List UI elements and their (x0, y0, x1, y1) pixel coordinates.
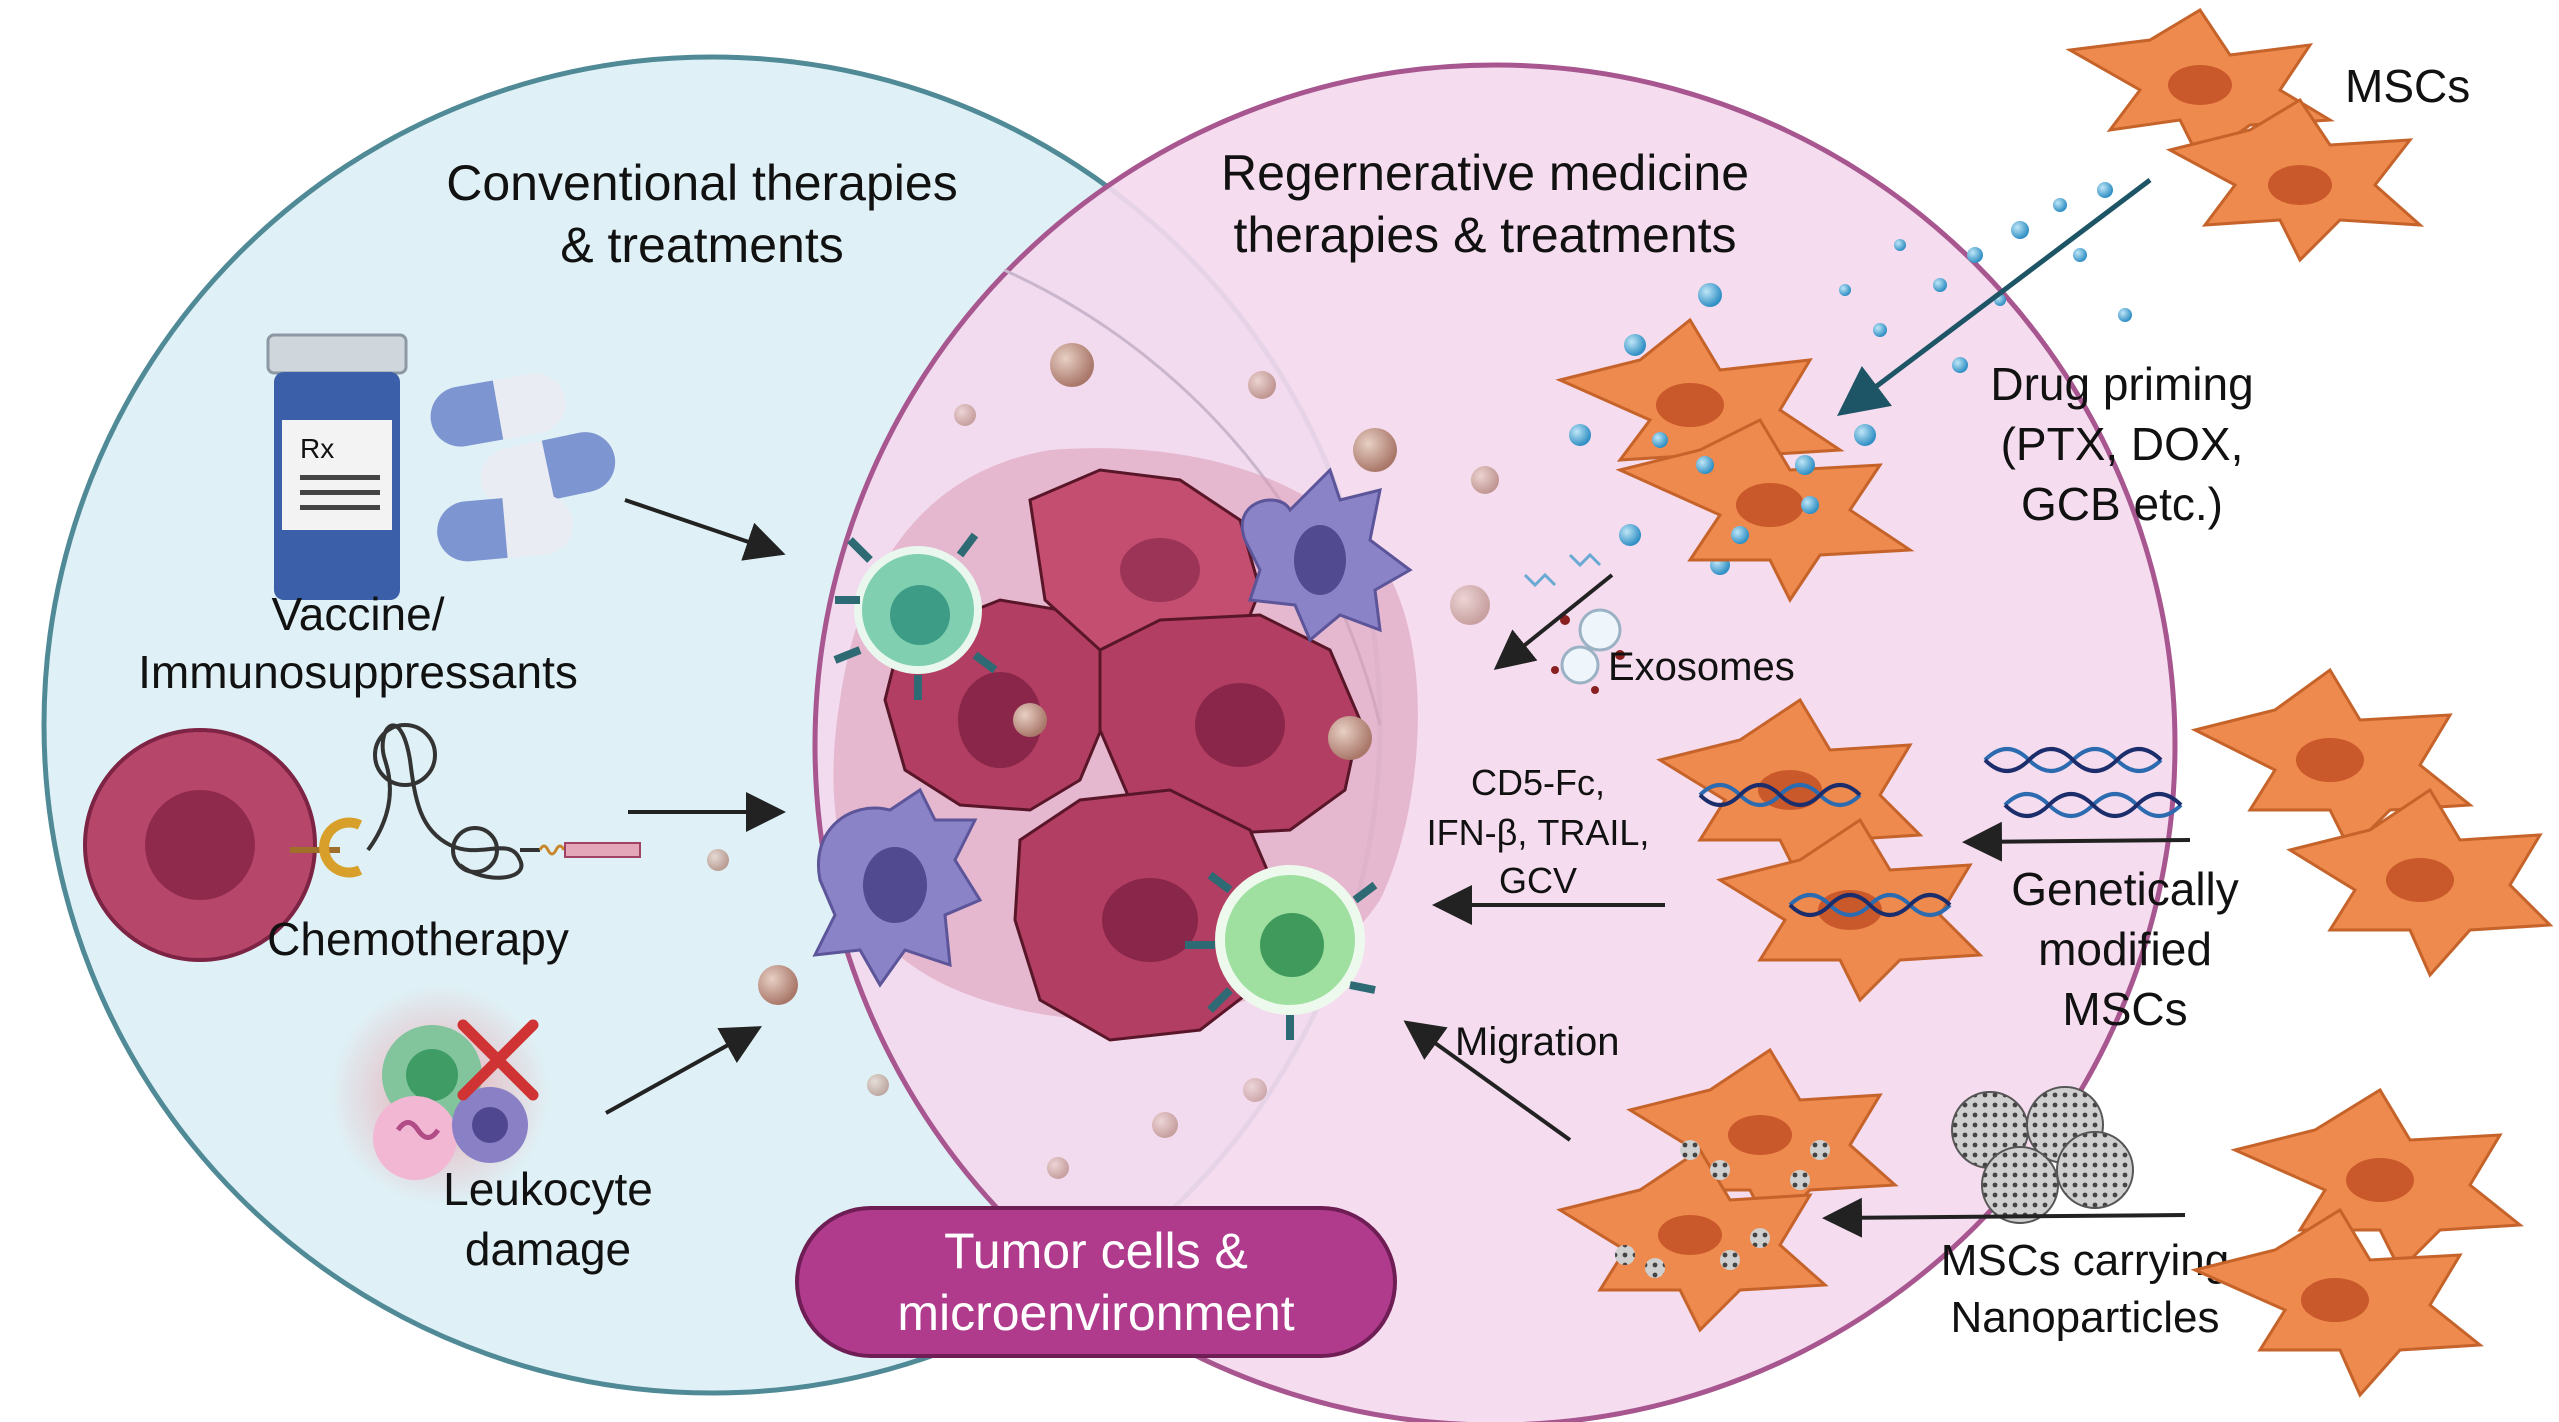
regenerative-title-line2: therapies & treatments (1233, 207, 1736, 263)
nanoparticles-icon (1951, 1086, 2134, 1224)
genetic-line2: modified (2038, 923, 2212, 975)
capsules-icon (430, 373, 616, 562)
arrow-drug-priming (1837, 178, 2152, 417)
regenerative-title-line1: Regernerative medicine (1221, 145, 1749, 201)
dna-icon (1983, 747, 2183, 818)
conventional-title-line2: & treatments (560, 217, 843, 273)
mscs-middle-icon (2190, 667, 2554, 978)
leukocyte-damage-icon (330, 985, 550, 1205)
nano-line1: MSCs carrying (1941, 1236, 2230, 1285)
nano-mscs-icon (1556, 1047, 1899, 1333)
tumor-label-line1: Tumor cells & (944, 1223, 1248, 1279)
tumor-label-box (795, 1206, 1397, 1358)
tumor-label-line2: microenvironment (897, 1285, 1294, 1341)
nano-line2: Nanoparticles (1950, 1293, 2219, 1342)
chemotherapy-label: Chemotherapy (267, 913, 569, 965)
vaccine-label-line1: Vaccine/ (271, 588, 444, 640)
floating-particles (707, 343, 1499, 1179)
rx-label: Rx (300, 433, 334, 464)
dendritic-cell-top (1240, 467, 1413, 643)
leukocyte-label-line2: damage (465, 1223, 631, 1275)
tumor-microenvironment (812, 448, 1418, 1042)
arrow-leukocyte (605, 1026, 762, 1115)
genetic-line1: Genetically (2011, 863, 2239, 915)
arrow-exosomes (1493, 573, 1614, 671)
cd5-line1: CD5-Fc, (1471, 762, 1605, 803)
t-cell-top (833, 532, 998, 700)
cd5-line3: GCV (1499, 860, 1577, 901)
mscs-top-icon (2065, 7, 2425, 263)
regenerative-medicine-circle (812, 62, 2178, 1422)
arrow-nano (1822, 1197, 2186, 1238)
drug-priming-line2: (PTX, DOX, (2001, 418, 2244, 470)
drug-priming-line1: Drug priming (1990, 358, 2253, 410)
arrow-vaccine (624, 498, 786, 561)
primed-mscs-icon (1555, 317, 1915, 603)
exosomes-icon (1523, 552, 1625, 694)
cd5-line2: IFN-β, TRAIL, (1427, 812, 1650, 853)
t-cell-bottom (1185, 865, 1378, 1040)
drug-priming-line3: GCB etc.) (2021, 478, 2223, 530)
leukocyte-label-line1: Leukocyte (443, 1163, 653, 1215)
genetic-line3: MSCs (2062, 983, 2187, 1035)
conventional-title-line1: Conventional therapies (446, 155, 957, 211)
arrow-migration (1403, 1020, 1572, 1142)
pill-bottle-icon: Rx (266, 333, 408, 600)
mscs-label: MSCs (2345, 60, 2470, 112)
dendritic-cell-bottom (812, 787, 983, 988)
mscs-bottom-icon (2190, 1087, 2524, 1398)
genetic-mscs-icon (1656, 697, 1984, 1003)
chemotherapy-cell-icon (83, 723, 641, 962)
migration-label: Migration (1455, 1020, 1620, 1064)
vaccine-label-line2: Immunosuppressants (138, 646, 578, 698)
arrow-dna (1962, 821, 2191, 862)
exosomes-label: Exosomes (1608, 645, 1795, 689)
